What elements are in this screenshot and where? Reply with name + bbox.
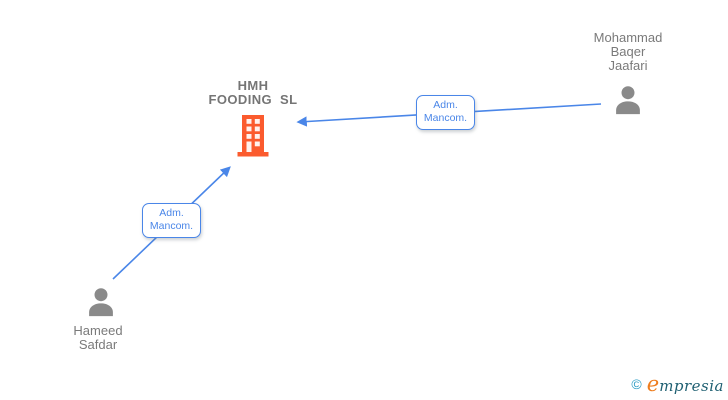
edge-label-line: Adm. (159, 207, 184, 219)
person-icon (84, 286, 118, 320)
copyright-icon: © (631, 376, 642, 392)
person-node-hameed-safdar[interactable]: Hameed Safdar (38, 285, 158, 355)
person-icon (611, 84, 645, 118)
edge-label-adm-mancom-bottom[interactable]: Adm. Mancom. (142, 203, 201, 238)
edge-label-adm-mancom-top[interactable]: Adm. Mancom. (416, 95, 475, 130)
person-name-line: Baqer (610, 44, 646, 59)
company-name-line: HMH (237, 78, 269, 93)
person-name-line: Safdar (78, 337, 118, 352)
company-name[interactable]: HMH FOODING SL (193, 79, 313, 107)
building-icon[interactable] (237, 114, 269, 157)
person-name-line: Mohammad (593, 30, 663, 45)
edge-label-line: Adm. (433, 99, 458, 111)
edge-label-line: Mancom. (423, 112, 468, 124)
empresia-logo[interactable]: ©empresia (631, 372, 724, 396)
company-name-line: FOODING SL (208, 92, 298, 107)
person-node-mohammad-baqer-jaafari[interactable]: Mohammad Baqer Jaafari (568, 31, 688, 121)
logo-brand-initial: e (646, 372, 660, 396)
person-name-line: Hameed (73, 323, 123, 338)
edge-label-line: Mancom. (149, 220, 194, 232)
person-name-line: Jaafari (608, 58, 648, 73)
logo-brand-text: mpresia (659, 377, 724, 395)
